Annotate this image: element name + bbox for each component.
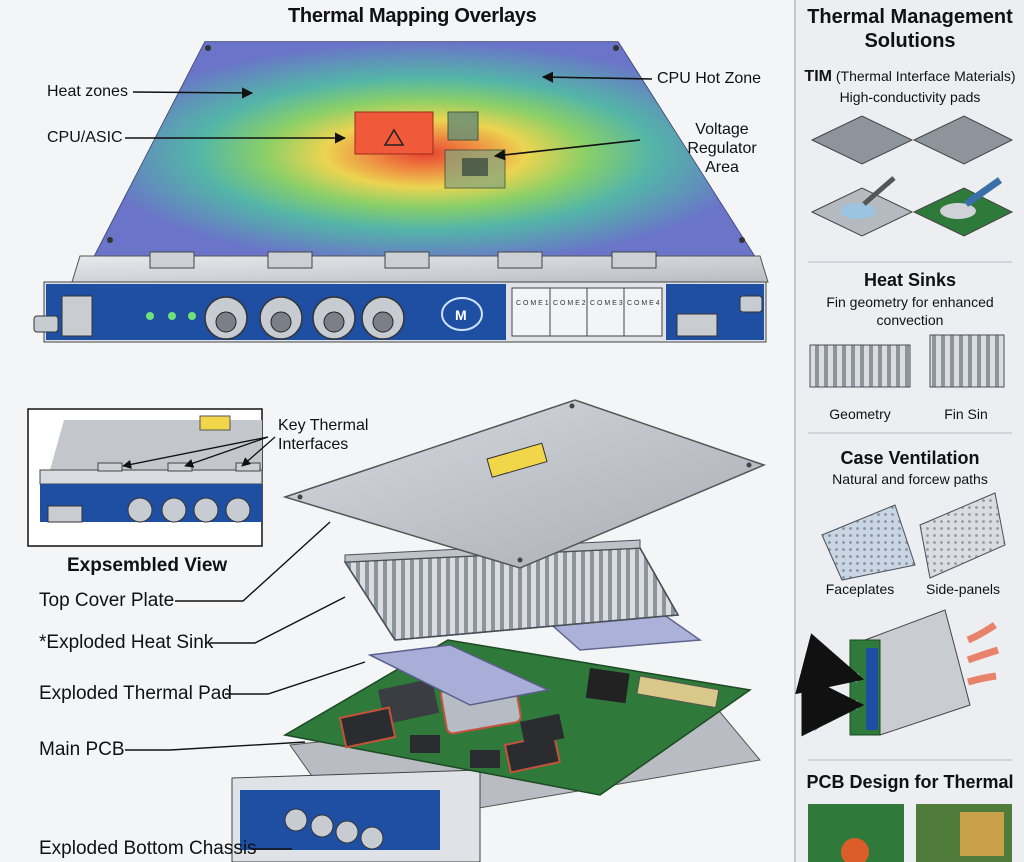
label-top-cover-plate: Top Cover Plate bbox=[39, 590, 175, 611]
callout-cpu-hot-zone: CPU Hot Zone bbox=[657, 70, 762, 87]
caption-side-panels: Side-panels bbox=[926, 581, 1000, 597]
tim-pads bbox=[810, 115, 1014, 237]
label-exploded-heat-sink: *Exploded Heat Sink bbox=[39, 632, 214, 653]
label-exploded-thermal-pad: Exploded Thermal Pad bbox=[39, 683, 232, 704]
caption-geometry: Geometry bbox=[829, 406, 891, 422]
slot-come-1: C O M E 1 bbox=[516, 300, 549, 307]
slot-come-2: C O M E 2 bbox=[553, 300, 586, 307]
top-faceplate: M bbox=[33, 251, 769, 343]
label-exploded-bottom-chassis: Exploded Bottom Chassis bbox=[39, 838, 257, 859]
caption-fin-sin: Fin Sin bbox=[944, 406, 988, 422]
vr-chip-1 bbox=[447, 111, 479, 141]
caption-faceplates: Faceplates bbox=[825, 581, 895, 597]
case-ventilation-title: Case Ventilation bbox=[840, 448, 980, 468]
case-ventilation-subtitle: Natural and forcew paths bbox=[832, 471, 988, 487]
heat-sink-examples bbox=[809, 334, 1005, 388]
callout-voltage-regulator: Voltage Regulator Area bbox=[687, 121, 757, 176]
heat-sinks-subtitle: Fin geometry for enhanced convection bbox=[826, 294, 994, 328]
tim-title: TIM (Thermal Interface Materials) bbox=[804, 68, 1016, 85]
thermal-map-board bbox=[88, 41, 762, 266]
pcb-design-title: PCB Design for Thermal bbox=[806, 772, 1014, 792]
ventilation-examples bbox=[795, 492, 1006, 737]
key-thermal-interfaces: Key Thermal Interfaces bbox=[278, 417, 369, 453]
sidebar-title: Thermal Management Solutions bbox=[807, 6, 1013, 52]
main-title: Thermal Mapping Overlays bbox=[288, 5, 537, 27]
pcb-thermal-examples bbox=[808, 804, 1012, 862]
slot-come-4: C O M E 4 bbox=[627, 300, 660, 307]
assembled-view-inset bbox=[27, 408, 276, 547]
top-cover-plate bbox=[282, 399, 767, 569]
callout-cpu-asic: CPU/ASIC bbox=[47, 129, 123, 146]
cpu-asic-chip bbox=[354, 111, 434, 155]
slot-come-3: C O M E 3 bbox=[590, 300, 623, 307]
svg-text:M: M bbox=[455, 307, 467, 323]
assembled-view-caption: Expsembled View bbox=[67, 555, 228, 576]
heat-sinks-title: Heat Sinks bbox=[863, 270, 957, 290]
callout-heat-zones: Heat zones bbox=[47, 83, 128, 100]
main-pcb bbox=[282, 639, 752, 796]
label-main-pcb: Main PCB bbox=[39, 739, 125, 760]
tim-subtitle: High-conductivity pads bbox=[839, 89, 981, 105]
